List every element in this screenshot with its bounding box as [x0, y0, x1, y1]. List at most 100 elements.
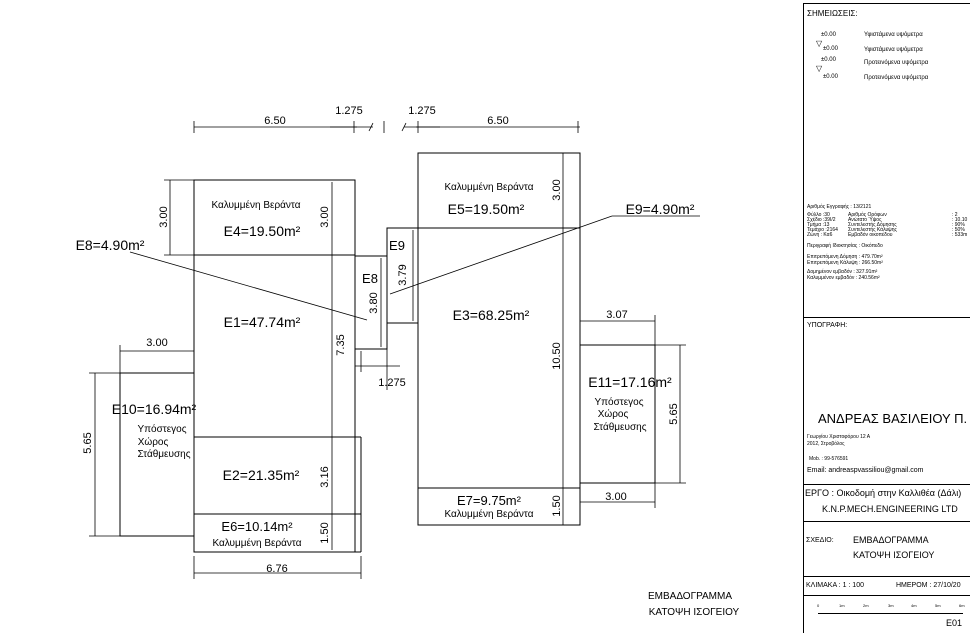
callout-e9: E9=4.90m² [626, 201, 695, 217]
caption-line-1: ΕΜΒΑΔΟΓΡΑΜΜΑ [648, 591, 732, 602]
legend-level-2: ±0.00 [823, 46, 838, 52]
allowed-build: Επιτρεπόμενη Δόμηση : 479.70m² [807, 254, 883, 260]
scale: ΚΛΙΜΑΚΑ : 1 : 100 [806, 582, 864, 589]
address-line-1: Γεωργίου Χριστοφόρου 12 Α [807, 434, 871, 440]
allowed-cover: Επιτρεπόμενη Κάλυψη : 266.50m² [807, 260, 883, 266]
area-e10-caption-3: Στάθμευσης [137, 448, 190, 460]
area-e8-label: E8 [362, 271, 378, 286]
scale-tick-2: 2m [863, 603, 869, 608]
date: ΗΜΕΡΟΜ : 27/10/20 [896, 582, 961, 589]
dim-e9-h: 3.79 [397, 264, 409, 285]
info-mid-1: Ανώτατο Ύψος [848, 217, 882, 223]
info-right-2: : 90% [952, 222, 965, 228]
dim-e5-inner-h: 3.00 [551, 179, 563, 200]
area-e4-label: E4=19.50m² [224, 223, 301, 239]
area-e11-label: E11=17.16m² [588, 374, 672, 390]
area-e11-caption-2: Χώρος [598, 408, 629, 420]
project-title: ΕΡΓΟ : Οικοδομή στην Καλλιθέα (Δάλι) [805, 488, 962, 498]
covered-area: Καλυμμένον εμβαδόν : 240.56m² [807, 275, 880, 281]
sheet-number: E01 [946, 618, 963, 628]
signature-header: ΥΠΟΓΡΑΦΗ: [807, 322, 848, 329]
area-e3-label: E3=68.25m² [453, 307, 530, 323]
drawing-title-1: ΕΜΒΑΔΟΓΡΑΜΜΑ [853, 535, 929, 545]
area-e1-label: E1=47.74m² [224, 314, 301, 330]
info-left-2: Τμήμα :13 [807, 222, 830, 228]
dimension-lines [89, 121, 700, 579]
area-e5-label: E5=19.50m² [448, 201, 525, 217]
mobile: Mob. : 99-576591 [809, 456, 849, 462]
dim-top-gap1: 1.275 [335, 105, 363, 117]
legend-level-4: ±0.00 [823, 74, 838, 80]
legend-level-1: ±0.00 [821, 32, 836, 38]
info-mid-0: Αριθμός Ορόφων [848, 212, 887, 218]
dim-e8-bottom-w: 1.275 [378, 377, 406, 389]
scale-bar-line [818, 610, 963, 614]
dim-e4-inner-h: 3.00 [319, 206, 331, 227]
dim-e11-bottom-w: 3.00 [605, 491, 626, 503]
dim-top-gap2: 1.275 [408, 105, 436, 117]
dim-left-veranda-h: 3.00 [158, 206, 170, 227]
legend-text-4: Προτεινόμενα υψόμετρα [864, 75, 929, 81]
info-left-0: Φύλλο :30 [807, 212, 830, 218]
scale-tick-4: 4m [911, 603, 917, 608]
email: Email: andreaspvassiliou@gmail.com [807, 467, 924, 474]
dim-e2-h: 3.16 [319, 466, 331, 487]
info-right-4: : 533m [952, 232, 968, 238]
area-e6-label: E6=10.14m² [221, 519, 293, 534]
caption-line-2: ΚΑΤΟΨΗ ΙΣΟΓΕΙΟΥ [649, 607, 740, 618]
info-right-3: : 50% [952, 227, 965, 233]
area-e7-label: E7=9.75m² [457, 493, 522, 508]
scale-tick-5: 5m [935, 603, 941, 608]
level-marker-icon: ▽ [816, 64, 823, 73]
scale-tick-0: 0 [817, 603, 820, 608]
area-e10-caption-1: Υπόστεγος [137, 423, 186, 435]
property-no: Αριθμός Εγγραφής : 13/2121 [807, 204, 872, 210]
drawing-title-2: ΚΑΤΟΨΗ ΙΣΟΓΕΙΟΥ [853, 550, 935, 560]
legend-text-1: Υφιστάμενα υψόμετρα [864, 32, 923, 38]
dim-bottom-w: 6.76 [266, 563, 287, 575]
level-marker-icon: ▽ [816, 39, 823, 48]
dim-e10-top-w: 3.00 [146, 337, 167, 349]
area-e11-caption-3: Στάθμευσης [593, 421, 646, 433]
legend-text-3: Προτεινόμενα υψόμετρα [864, 60, 929, 66]
info-left-1: Σχέδιο :39Ι/2 [807, 217, 836, 223]
legend-level-3: ±0.00 [821, 57, 836, 63]
dim-e8-h: 3.80 [368, 292, 380, 313]
dim-e6-h: 1.50 [319, 522, 331, 543]
area-e10-label: E10=16.94m² [112, 401, 197, 417]
scale-tick-6: 6m [959, 603, 965, 608]
dim-e11-h: 5.65 [668, 403, 680, 424]
area-e6-caption: Καλυμμένη Βεράντα [212, 537, 301, 549]
area-e4-caption: Καλυμμένη Βεράντα [211, 199, 300, 211]
scale-tick-1: 1m [839, 603, 845, 608]
callout-e8: E8=4.90m² [76, 237, 145, 253]
info-right-0: : 2 [952, 212, 958, 218]
engineer-name: ΑΝΔΡΕΑΣ ΒΑΣΙΛΕΙΟΥ Π. [818, 411, 968, 426]
area-e7-caption: Καλυμμένη Βεράντα [444, 508, 533, 520]
info-mid-4: Εμβαδόν οικοπέδου [848, 232, 893, 238]
scale-tick-3: 3m [888, 603, 894, 608]
dim-e3-h: 10.50 [551, 342, 563, 370]
notes-header: ΣΗΜΕΙΩΣΕΙΣ: [807, 9, 858, 18]
area-e9-label: E9 [389, 238, 405, 253]
right-block-outline [417, 152, 656, 526]
area-e2-label: E2=21.35m² [223, 467, 300, 483]
address-line-2: 2012, Στροβόλος [807, 441, 845, 447]
dim-e10-h: 5.65 [82, 432, 94, 453]
info-mid-3: Συντελεστής Κάλυψης [848, 227, 897, 233]
built-area: Δομημένον εμβαδόν : 327.91m² [807, 269, 878, 275]
dim-top-left: 6.50 [264, 115, 285, 127]
drawing-label: ΣΧΕΔΙΟ: [806, 537, 834, 544]
info-right-1: : 10.10 [952, 217, 968, 223]
area-e10-caption-2: Χώρος [138, 436, 169, 448]
area-e5-caption: Καλυμμένη Βεράντα [444, 181, 533, 193]
dim-top-right: 6.50 [487, 115, 508, 127]
connector-e8-e9-outline [354, 227, 419, 350]
info-mid-2: Συντελεστής Δόμησης [848, 222, 897, 228]
dim-e11-top-w: 3.07 [606, 309, 627, 321]
legend-text-2: Υφιστάμενα υψόμετρα [864, 47, 923, 53]
property-description: Περιγραφή Ιδιοκτησίας : Οικόπεδο [807, 243, 883, 249]
company-name: K.N.P.MECH.ENGINEERING LTD [822, 504, 958, 514]
dim-e1-h: 7.35 [335, 334, 347, 355]
